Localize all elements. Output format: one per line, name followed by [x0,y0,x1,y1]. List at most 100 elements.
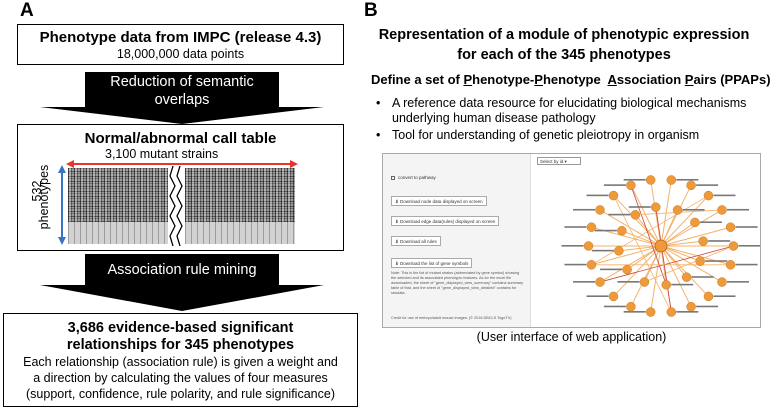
result-title-line2: relationships for 345 phenotypes [66,337,295,353]
network-node-label-stub [726,281,749,283]
network-node[interactable] [645,175,656,185]
network-node[interactable] [595,277,605,287]
strains-arrow [66,160,298,168]
network-view[interactable]: Select by id ▾ [531,154,761,328]
network-edge [655,207,672,313]
network-node[interactable] [630,210,641,220]
network-node[interactable] [583,241,594,251]
network-node[interactable] [626,180,636,191]
network-node[interactable] [639,277,650,287]
download-nodes-button[interactable]: ⬇ Download node data displayed on screen [391,196,487,206]
network-edge [660,226,731,247]
select-by-id[interactable]: Select by id ▾ [537,157,581,165]
network-node[interactable] [703,291,714,302]
association-arrow: Association rule mining [40,254,324,312]
network-node-label-stub [603,305,626,308]
ppap-part: P [534,72,543,87]
network-node[interactable] [698,236,708,246]
feature-item: A reference data resource for elucidatin… [372,96,772,126]
ppap-definition: Define a set of Phenotype-Phenotype Asso… [371,72,771,87]
call-matrix-right-bottom [185,222,295,244]
network-node[interactable] [608,291,619,302]
ppap-part: P [463,72,473,87]
network-node[interactable] [717,277,727,287]
network-edge [613,195,662,247]
download-genes-button[interactable]: ⬇ Download the list of gene symbols [391,258,473,268]
network-edge [630,185,667,285]
network-node[interactable] [661,280,671,290]
pathway-checkbox[interactable]: convert to pathway [391,175,436,180]
network-edge [660,195,709,247]
panel-a-letter: A [20,0,34,21]
panel-b-letter: B [364,0,378,21]
network-edge [643,245,662,283]
network-node-label-stub [696,305,719,308]
network-node-label-stub [573,281,596,283]
phenotypes-arrow [58,165,66,245]
network-edge [644,245,734,283]
network-node[interactable] [717,205,727,215]
network-node[interactable] [690,217,700,228]
call-matrix-left [68,168,168,222]
download-edges-button[interactable]: ⬇ Download edge data(rules) displayed on… [391,216,500,226]
network-node[interactable] [586,260,597,270]
result-desc-line2: a direction by calculating the values of… [33,371,328,385]
network-edge [621,230,662,247]
network-node[interactable] [703,190,714,201]
network-node-label-stub [586,194,609,197]
network-edge [591,245,662,266]
panel-b-title-line2: for each of the 345 phenotypes [457,47,671,63]
network-node[interactable] [681,272,692,282]
network-hub-node[interactable] [654,239,668,253]
network-node[interactable] [622,264,632,275]
ppap-part: P [684,72,694,87]
network-node[interactable] [686,180,696,191]
network-node[interactable] [614,246,624,256]
network-node[interactable] [651,202,661,212]
download-rules-button[interactable]: ⬇ Download all rules [391,236,441,246]
result-desc-line3: (support, confidence, rule polarity, and… [26,387,335,401]
network-node[interactable] [666,175,677,185]
network-node[interactable] [725,260,736,270]
network-node-label-stub [564,263,587,266]
network-node[interactable] [608,190,619,201]
network-node[interactable] [595,205,605,215]
network-node[interactable] [686,301,696,312]
result-desc-line1: Each relationship (association rule) is … [23,355,338,369]
network-node[interactable] [728,241,739,251]
matrix-break-mark [169,166,183,246]
feature-item: Tool for understanding of genetic pleiot… [372,128,772,143]
network-node[interactable] [672,205,683,215]
network-edge [660,245,692,307]
ppap-part: henotype [542,72,608,87]
network-node[interactable] [626,301,636,312]
network-node[interactable] [695,256,705,266]
control-panel: convert to pathway ⬇ Download node data … [383,154,531,327]
checkbox-icon [391,175,395,180]
ppap-part: henotype- [472,72,535,87]
network-node-label-stub [608,213,631,216]
network-edge [613,245,662,297]
phenotype-network[interactable] [531,154,761,328]
network-node[interactable] [586,222,597,232]
reduction-arrow-line2: overlaps [154,92,210,108]
checkbox-label: convert to pathway [398,175,436,180]
network-node-label-stub [735,226,758,228]
network-edge [630,185,662,247]
network-node-label-stub [682,208,705,211]
strains-label: 3,100 mutant strains [105,147,219,161]
network-node[interactable] [645,307,656,317]
network-node[interactable] [725,222,736,232]
network-node[interactable] [617,226,627,236]
network-node-label-stub [705,260,728,262]
call-table-title: Normal/abnormal call table [84,130,277,147]
network-node-label-stub [696,184,719,186]
network-node-label-stub [594,229,617,232]
network-node-label-stub [586,295,609,298]
network-node[interactable] [666,307,677,317]
network-node-label-stub [591,249,614,252]
network-node-label-stub [603,184,626,186]
network-node-label-stub [738,245,760,247]
network-edge [660,222,696,247]
network-node-label-stub [623,311,646,313]
